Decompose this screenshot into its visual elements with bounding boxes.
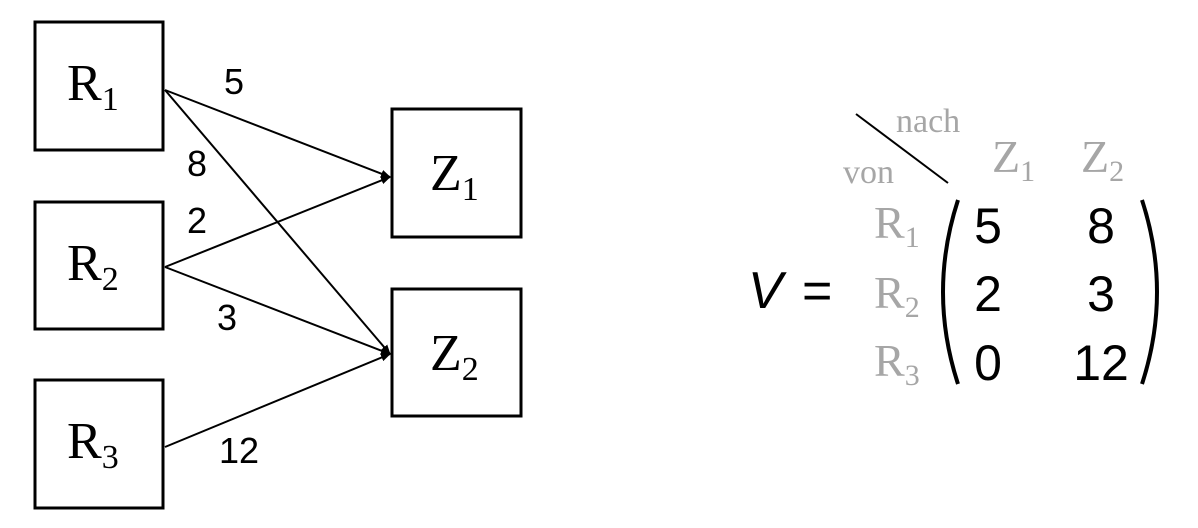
column-header-z2: Z2: [1081, 131, 1124, 188]
source-subscript: 3: [102, 439, 119, 476]
source-letter: R: [67, 55, 102, 112]
source-node-r2: R2: [33, 200, 165, 331]
left-parenthesis: [941, 199, 960, 385]
matrix-name: V: [748, 262, 787, 320]
target-letter: Z: [430, 145, 462, 202]
matrix-cell-r2-c2: 3: [1087, 266, 1115, 322]
target-subscript: 1: [462, 171, 479, 208]
target-node-z1: Z1: [390, 107, 523, 239]
target-node-z2: Z2: [390, 287, 523, 418]
edge-label-r2-z1: 2: [187, 200, 207, 241]
target-letter: Z: [430, 325, 462, 382]
edge-r3-z2: [164, 353, 391, 448]
edge-r2-z2: [164, 266, 391, 355]
right-parenthesis: [1140, 199, 1159, 385]
matrix-cell-r2-c1: 2: [974, 266, 1002, 322]
corner-label-von: von: [843, 154, 894, 191]
source-node-r3: R3: [33, 378, 165, 510]
edge-label-r3-z2: 12: [219, 430, 259, 471]
svg-text:Z1: Z1: [430, 145, 479, 208]
svg-text:R2: R2: [67, 235, 119, 298]
source-letter: R: [67, 413, 102, 470]
matrix-equals: =: [802, 262, 832, 320]
matrix-cell-r1-c1: 5: [974, 198, 1002, 254]
matrix-v: V = nach von Z1 Z2 R1 R2 R3 5 8 2 3 0 12: [748, 103, 1159, 392]
matrix-cell-r3-c1: 0: [974, 335, 1002, 391]
svg-text:Z2: Z2: [430, 325, 479, 388]
row-header-r3: R3: [874, 335, 920, 392]
matrix-cells: 5 8 2 3 0 12: [974, 198, 1129, 391]
source-letter: R: [67, 235, 102, 292]
target-subscript: 2: [462, 351, 479, 388]
svg-text:R3: R3: [67, 413, 119, 476]
source-subscript: 2: [102, 261, 119, 298]
row-header-r1: R1: [874, 197, 920, 254]
corner-diagonal: [855, 113, 949, 184]
matrix-cell-r3-c2: 12: [1073, 335, 1129, 391]
edge-label-r2-z2: 3: [217, 297, 237, 338]
row-header-r2: R2: [874, 267, 920, 324]
edge-r1-z1: [164, 89, 391, 178]
edges: [164, 89, 391, 448]
source-node-r1: R1: [33, 20, 165, 152]
edge-label-r1-z1: 5: [224, 61, 244, 102]
source-subscript: 1: [102, 81, 119, 118]
matrix-cell-r1-c2: 8: [1087, 198, 1115, 254]
edge-labels: 5 8 2 3 12: [187, 61, 259, 471]
column-header-z1: Z1: [992, 131, 1035, 188]
svg-text:R1: R1: [67, 55, 119, 118]
edge-r2-z1: [164, 176, 391, 268]
corner-label-nach: nach: [896, 103, 960, 140]
edge-label-r1-z2: 8: [187, 143, 207, 184]
